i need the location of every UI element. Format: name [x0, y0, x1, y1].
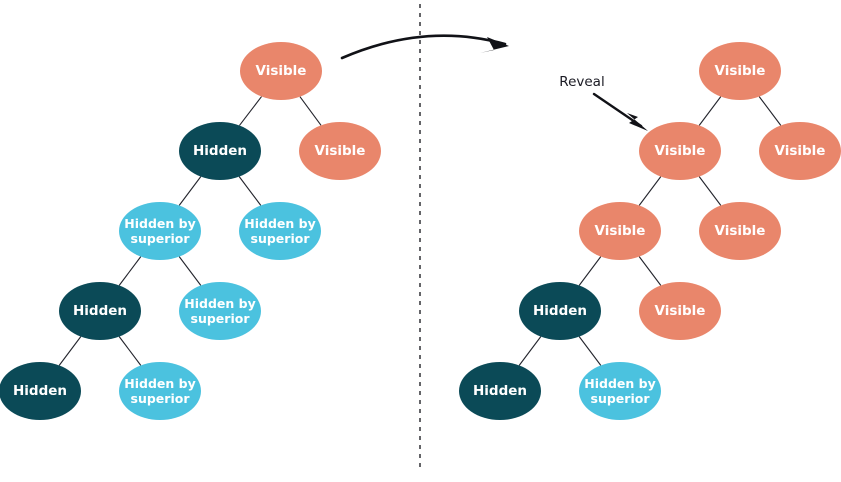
tree-node-visible[interactable]: Visible [639, 282, 721, 340]
left-tree-edges [58, 96, 322, 366]
node-ellipse[interactable] [519, 282, 601, 340]
tree-node-hidden[interactable]: Hidden [179, 122, 261, 180]
right-tree-edges [518, 96, 782, 366]
reveal-annotation: Reveal [559, 74, 648, 131]
transition-flow-arrow-head [480, 37, 509, 53]
tree-edge [698, 96, 722, 126]
tree-edge [578, 336, 602, 366]
node-ellipse[interactable] [299, 122, 381, 180]
tree-edge [118, 256, 142, 286]
node-ellipse[interactable] [459, 362, 541, 420]
tree-edge [638, 176, 662, 206]
tree-edge [299, 96, 322, 126]
node-ellipse[interactable] [59, 282, 141, 340]
node-ellipse[interactable] [579, 362, 661, 420]
tree-node-hidden[interactable]: Hidden [459, 362, 541, 420]
tree-node-hidden[interactable]: Hidden [519, 282, 601, 340]
tree-node-visible[interactable]: Visible [699, 202, 781, 260]
tree-node-visible[interactable]: Visible [639, 122, 721, 180]
tree-edge [239, 96, 262, 126]
node-ellipse[interactable] [579, 202, 661, 260]
tree-edge [118, 336, 142, 366]
node-ellipse[interactable] [119, 362, 201, 420]
reveal-label: Reveal [559, 74, 604, 90]
tree-edge [58, 336, 82, 366]
node-ellipse[interactable] [0, 362, 81, 420]
node-ellipse[interactable] [759, 122, 841, 180]
node-ellipse[interactable] [699, 202, 781, 260]
node-ellipse[interactable] [699, 42, 781, 100]
node-ellipse[interactable] [639, 282, 721, 340]
tree-node-visible[interactable]: Visible [240, 42, 322, 100]
node-ellipse[interactable] [239, 202, 321, 260]
tree-edge [638, 256, 662, 286]
tree-edge [578, 256, 602, 286]
tree-node-hidden[interactable]: Hidden [0, 362, 81, 420]
node-ellipse[interactable] [179, 282, 261, 340]
node-ellipse[interactable] [240, 42, 322, 100]
tree-node-hidden[interactable]: Hidden [59, 282, 141, 340]
tree-node-visible[interactable]: Visible [579, 202, 661, 260]
tree-edge [238, 176, 262, 206]
tree-edge [178, 256, 202, 286]
transition-flow-arrow-curve [340, 34, 507, 60]
reveal-arrow-head [627, 113, 648, 131]
tree-node-visible[interactable]: Visible [299, 122, 381, 180]
tree-edge [518, 336, 542, 366]
tree-edge [698, 176, 722, 206]
tree-node-visible[interactable]: Visible [699, 42, 781, 100]
tree-edge [758, 96, 782, 126]
node-ellipse[interactable] [179, 122, 261, 180]
transition-flow-arrow [340, 34, 509, 60]
tree-edge [178, 176, 202, 206]
node-ellipse[interactable] [119, 202, 201, 260]
tree-node-visible[interactable]: Visible [759, 122, 841, 180]
node-ellipse[interactable] [639, 122, 721, 180]
